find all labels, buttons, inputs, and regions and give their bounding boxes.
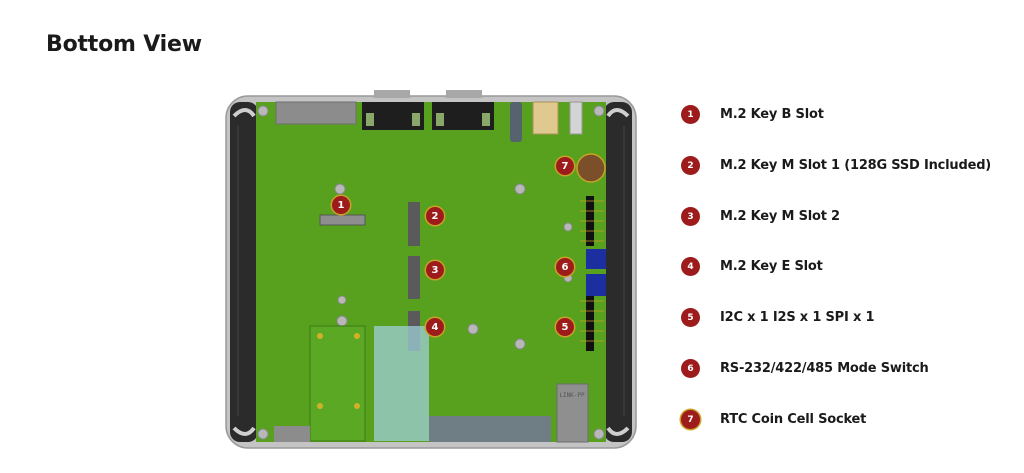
rj45-port (556, 383, 589, 443)
switch-top (569, 101, 583, 135)
legend-badge-5: 5 (681, 308, 700, 327)
board-marker-5: 5 (556, 318, 574, 336)
legend-label: RS-232/422/485 Mode Switch (720, 361, 929, 376)
connector-bottom-left (274, 426, 310, 442)
m2-key-b-slot (319, 214, 366, 226)
board-marker-1: 1 (332, 196, 350, 214)
board-marker-3: 3 (426, 261, 444, 279)
legend-item: 3 M.2 Key M Slot 2 (681, 207, 840, 226)
legend-badge-2: 2 (681, 156, 700, 175)
legend-item: 4 M.2 Key E Slot (681, 257, 823, 276)
pin-header-bottom (586, 296, 594, 351)
legend-badge-1: 1 (681, 105, 700, 124)
m2-key-m-slot-2 (408, 256, 420, 299)
board-marker-6: 6 (556, 258, 574, 276)
m2-key-m-slot-1 (408, 202, 420, 246)
usb-port (532, 101, 559, 135)
module-board (309, 325, 366, 442)
board-marker-2: 2 (426, 207, 444, 225)
legend-label: M.2 Key B Slot (720, 107, 824, 122)
board-marker-7: 7 (556, 157, 574, 175)
legend-label: M.2 Key E Slot (720, 259, 823, 274)
legend-item: 7 RTC Coin Cell Socket (681, 410, 866, 429)
legend-item: 6 RS-232/422/485 Mode Switch (681, 359, 929, 378)
chassis-rail-left (230, 102, 258, 442)
mode-switch-1 (586, 249, 606, 269)
legend-label: I2C x 1 I2S x 1 SPI x 1 (720, 310, 875, 325)
legend-label: M.2 Key M Slot 1 (128G SSD Included) (720, 158, 992, 173)
legend-label: RTC Coin Cell Socket (720, 412, 867, 427)
legend-badge-3: 3 (681, 207, 700, 226)
legend-label: M.2 Key M Slot 2 (720, 209, 840, 224)
board-diagram: LINK-PP 1 2 3 4 5 6 7 (224, 86, 638, 450)
board-marker-4: 4 (426, 318, 444, 336)
wifi-module (374, 326, 429, 441)
legend-badge-4: 4 (681, 257, 700, 276)
coin-cell-socket (576, 153, 606, 183)
legend-item: 1 M.2 Key B Slot (681, 105, 824, 124)
port-label: LINK-PP (559, 392, 585, 399)
chassis-rail-right (604, 102, 632, 442)
connector-top-left (275, 101, 357, 125)
ethernet-block (429, 416, 551, 442)
legend-item: 2 M.2 Key M Slot 1 (128G SSD Included) (681, 156, 991, 175)
mode-switch-2 (586, 274, 606, 296)
mount-hook-icon (232, 108, 630, 436)
screw-icon (257, 105, 605, 440)
antenna-connector (510, 102, 522, 142)
page-title: Bottom View (46, 32, 202, 57)
legend-badge-7: 7 (681, 410, 700, 429)
legend-item: 5 I2C x 1 I2S x 1 SPI x 1 (681, 308, 874, 327)
legend-badge-6: 6 (681, 359, 700, 378)
